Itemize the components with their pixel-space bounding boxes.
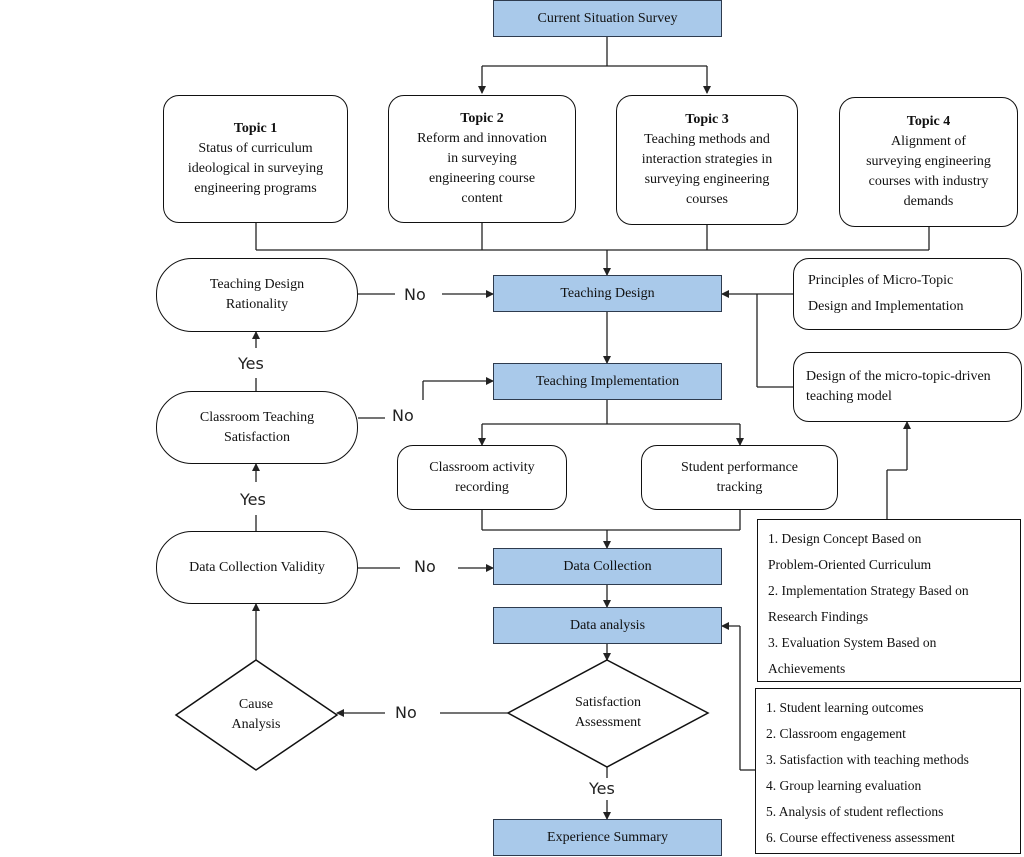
student-performance-tracking-line: tracking [716,479,763,495]
satisfaction-assessment-label: Satisfaction Assessment [538,693,678,733]
teaching-implementation-node: Teaching Implementation [493,363,722,400]
topic-3-node: Topic 3 Teaching methods and interaction… [616,95,798,225]
classroom-teaching-satisfaction-node: Classroom Teaching Satisfaction [156,391,358,464]
evaluation-criteria-list: 1. Student learning outcomes 2. Classroo… [755,688,1021,854]
topic-1-line: ideological in surveying [187,161,324,176]
student-performance-tracking-line: Student performance [680,459,798,475]
teaching-model-design-line: Design of the micro-topic-driven [806,369,991,384]
classroom-teaching-satisfaction-line: Classroom Teaching [199,409,315,425]
data-collection-label: Data Collection [563,558,652,574]
teaching-implementation-label: Teaching Implementation [535,373,680,389]
data-analysis-node: Data analysis [493,607,722,644]
topic-4-line: Alignment of [890,134,967,149]
no-label-assessment: No [395,703,417,722]
data-collection-node: Data Collection [493,548,722,585]
topic-2-line: content [461,191,503,206]
yes-label-assessment: Yes [589,779,615,798]
evaluation-list-item: 6. Course effectiveness assessment [766,830,955,845]
topic-1-line: Status of curriculum [198,141,313,156]
teaching-design-rationality-line: Rationality [225,297,289,312]
classroom-activity-recording-node: Classroom activity recording [397,445,567,510]
cause-analysis-label: Cause Analysis [196,695,316,735]
topic-3-title: Topic 3 [685,112,729,127]
evaluation-list-item: 3. Satisfaction with teaching methods [766,752,969,767]
cause-analysis-line: Cause [238,697,274,712]
current-situation-survey-label: Current Situation Survey [537,10,678,26]
design-list-item: Achievements [768,661,846,676]
topic-2-line: Reform and innovation [417,131,547,146]
experience-summary-node: Experience Summary [493,819,722,856]
design-list-item: 3. Evaluation System Based on [768,635,937,650]
topic-3-line: surveying engineering [644,172,770,187]
topic-1-node: Topic 1 Status of curriculum ideological… [163,95,348,223]
no-label-rationality: No [404,285,426,304]
topic-2-line: in surveying [447,151,517,166]
topic-4-line: courses with industry [868,174,989,189]
data-analysis-label: Data analysis [569,617,646,633]
data-collection-validity-label: Data Collection Validity [189,559,325,575]
topic-2-line: engineering course [428,171,536,186]
current-situation-survey-node: Current Situation Survey [493,0,722,37]
no-label-validity: No [414,557,436,576]
design-concept-list: 1. Design Concept Based on Problem-Orien… [757,519,1021,682]
no-label-satisfaction: No [392,406,414,425]
topic-3-line: courses [686,192,728,207]
classroom-activity-recording-line: recording [455,479,509,495]
teaching-design-rationality-line: Teaching Design [209,277,305,292]
design-list-item: 1. Design Concept Based on [768,531,922,546]
teaching-model-design-node: Design of the micro-topic-driven teachin… [793,352,1022,422]
teaching-design-node: Teaching Design [493,275,722,312]
classroom-activity-recording-line: Classroom activity [429,459,535,475]
teaching-model-design-line: teaching model [806,389,892,404]
yes-label-rationality: Yes [238,354,264,373]
classroom-teaching-satisfaction-line: Satisfaction [223,429,291,445]
cause-analysis-line: Analysis [231,717,281,732]
cause-analysis-diamond [174,659,339,771]
topic-3-line: interaction strategies in [641,152,773,167]
topic-4-node: Topic 4 Alignment of surveying engineeri… [839,97,1018,227]
design-list-item: Research Findings [768,609,869,624]
topic-2-node: Topic 2 Reform and innovation in surveyi… [388,95,576,223]
topic-4-title: Topic 4 [906,114,951,129]
topic-1-line: engineering programs [194,181,317,196]
topic-4-line: demands [903,194,954,209]
student-performance-tracking-node: Student performance tracking [641,445,838,510]
satisfaction-assessment-diamond [506,659,710,768]
design-list-item: Problem-Oriented Curriculum [768,557,932,572]
teaching-design-rationality-node: Teaching Design Rationality [156,258,358,332]
yes-label-satisfaction: Yes [240,490,266,509]
satisfaction-assessment-line: Assessment [574,715,642,730]
teaching-design-label: Teaching Design [560,285,655,301]
topic-4-line: surveying engineering [866,154,991,169]
design-list-item: 2. Implementation Strategy Based on [768,583,969,598]
satisfaction-assessment-line: Satisfaction [574,695,642,710]
principles-micro-topic-line: Design and Implementation [808,299,964,314]
topic-3-line: Teaching methods and [644,132,770,147]
evaluation-list-item: 4. Group learning evaluation [766,778,922,793]
topic-1-title: Topic 1 [233,121,278,136]
evaluation-list-item: 5. Analysis of student reflections [766,804,944,819]
data-collection-validity-node: Data Collection Validity [156,531,358,604]
principles-micro-topic-node: Principles of Micro-Topic Design and Imp… [793,258,1022,330]
experience-summary-label: Experience Summary [547,829,668,845]
principles-micro-topic-line: Principles of Micro-Topic [808,273,954,288]
evaluation-list-item: 2. Classroom engagement [766,726,906,741]
topic-2-title: Topic 2 [460,111,504,126]
evaluation-list-item: 1. Student learning outcomes [766,700,924,715]
